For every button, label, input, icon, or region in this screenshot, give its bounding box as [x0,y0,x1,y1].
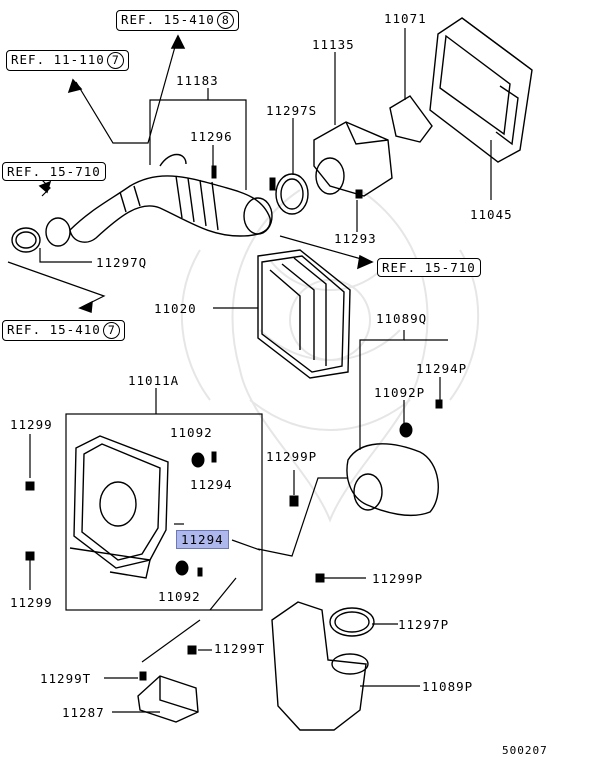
part-label-11092-upper[interactable]: 11092 [170,425,213,440]
part-label-11092-lower[interactable]: 11092 [158,589,201,604]
part-11183-intake-hose [45,153,273,247]
part-label-11071[interactable]: 11071 [384,11,427,26]
part-label-11020[interactable]: 11020 [154,301,197,316]
part-label-11089p[interactable]: 11089P [422,679,474,694]
part-11020-filter-element [257,249,351,379]
part-11297s-clamp [275,173,309,215]
part-label-11183[interactable]: 11183 [176,73,219,88]
part-11287-bracket [137,675,199,723]
part-label-11299-upper[interactable]: 11299 [10,417,53,432]
part-11135-mass-air-sensor [313,121,393,197]
part-label-11045[interactable]: 11045 [470,207,513,222]
part-11297p-clamp [329,607,375,637]
part-label-11294-upper[interactable]: 11294 [190,477,233,492]
arrows [38,34,374,314]
part-label-11011a[interactable]: 11011A [128,373,180,388]
ref-circle: 8 [216,12,234,29]
part-11089p-duct [271,601,369,731]
part-label-11299t-left[interactable]: 11299T [40,671,92,686]
ref-text: REF. 15-410 [121,12,215,27]
ref-circle: 7 [106,52,124,69]
ref-text: REF. 11-110 [11,52,105,67]
part-label-11297s[interactable]: 11297S [266,103,318,118]
part-label-11089q[interactable]: 11089Q [376,311,428,326]
diagram-id: 500207 [502,744,548,757]
part-label-11287[interactable]: 11287 [62,705,105,720]
part-label-11297p[interactable]: 11297P [398,617,450,632]
part-label-11294p[interactable]: 11294P [416,361,468,376]
watermark-logo [180,189,480,523]
air-cleaner-group-frame [65,413,263,611]
part-11011a-case [69,435,169,579]
leader-lines [7,28,492,713]
ref-text: REF. 15-710 [7,164,101,179]
part-label-11297q[interactable]: 11297Q [96,255,148,270]
part-11071-gasket [389,95,433,143]
part-label-11299p-upper[interactable]: 11299P [266,449,318,464]
part-bolts-nuts [25,165,363,681]
ref-circle: 7 [102,322,120,339]
part-label-11135[interactable]: 11135 [312,37,355,52]
part-11089q-duct [346,443,439,516]
ref-label-15-710-right[interactable]: REF. 15-710 [377,258,481,277]
part-11092p-grommet [399,399,443,438]
part-label-11299-lower[interactable]: 11299 [10,595,53,610]
part-label-11293[interactable]: 11293 [334,231,377,246]
part-11045-air-cleaner-cover [429,17,533,163]
part-label-11092p[interactable]: 11092P [374,385,426,400]
ref-text: REF. 15-410 [7,322,101,337]
part-label-11299t-right[interactable]: 11299T [214,641,266,656]
ref-label-15-710-left[interactable]: REF. 15-710 [2,162,106,181]
part-11297q-clamp [11,227,41,253]
part-label-11299p-lower[interactable]: 11299P [372,571,424,586]
ref-text: REF. 15-710 [382,260,476,275]
part-label-11296[interactable]: 11296 [190,129,233,144]
part-label-11294-highlighted[interactable]: 11294 [176,530,229,549]
